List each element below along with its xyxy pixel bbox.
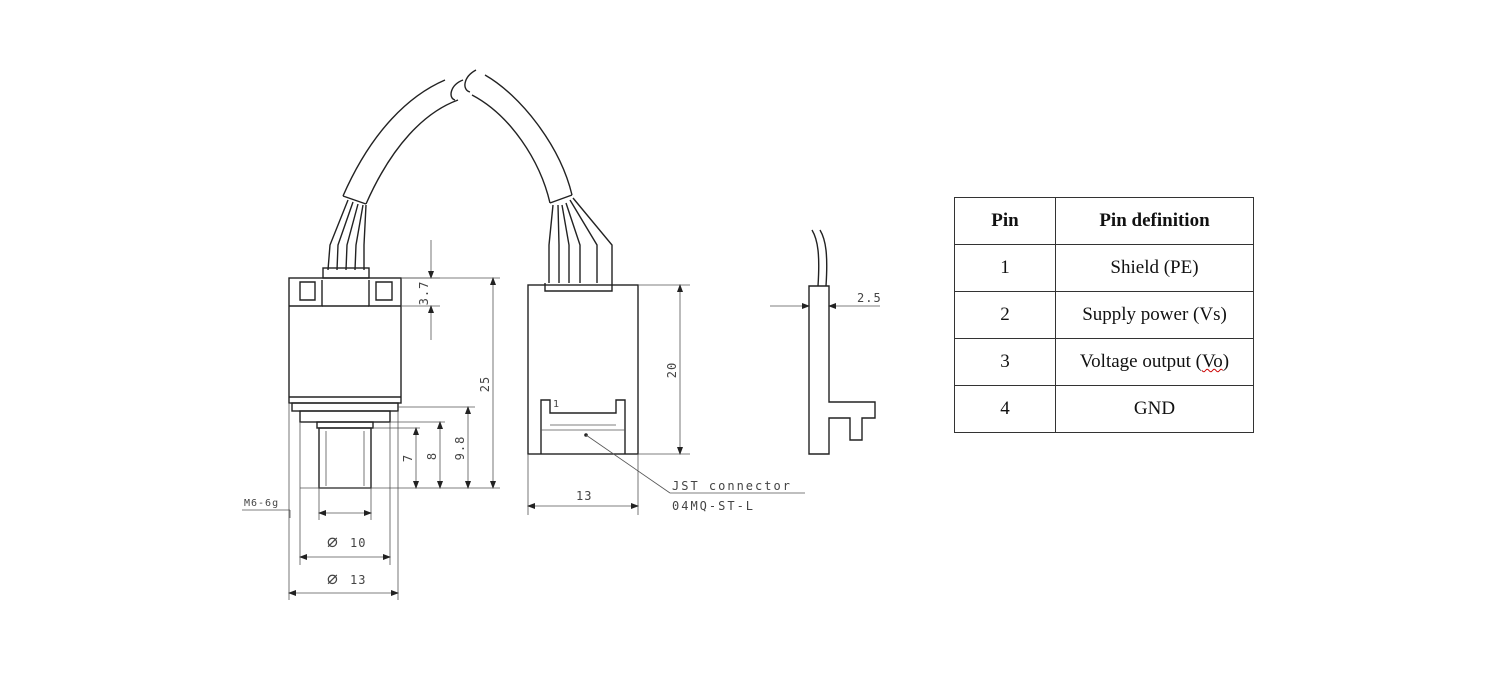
header-pin-definition: Pin definition bbox=[1055, 197, 1254, 245]
definition-mark: Vo bbox=[1201, 351, 1223, 372]
header-pin: Pin bbox=[954, 197, 1056, 245]
table-row: 3 Voltage output (Vo) bbox=[954, 338, 1254, 386]
dim-25: 25 bbox=[478, 376, 492, 392]
dim-dia-13: 13 bbox=[350, 573, 366, 587]
dim-2-5: 2.5 bbox=[857, 291, 882, 305]
table-row: 2 Supply power (Vs) bbox=[954, 291, 1254, 339]
dia-symbol-13: ∅ bbox=[327, 569, 339, 590]
pin-definition: Supply power (Vs) bbox=[1055, 291, 1254, 339]
pin-number: 3 bbox=[954, 338, 1056, 386]
connector-view-dimensions: 20 13 JST connector 04MQ-ST-L bbox=[527, 284, 805, 515]
dim-9-8: 9.8 bbox=[453, 436, 467, 461]
thread-label: M6-6g bbox=[244, 498, 279, 509]
side-view-dimensions: 2.5 bbox=[770, 291, 882, 309]
definition-suffix: ) bbox=[1222, 351, 1230, 372]
wires-left bbox=[327, 199, 367, 271]
dim-13-width: 13 bbox=[576, 489, 592, 503]
connector-label: JST connector bbox=[672, 479, 792, 493]
table-header-row: Pin Pin definition bbox=[954, 197, 1254, 245]
pin-definition-table: Pin Pin definition 1 Shield (PE) 2 Suppl… bbox=[954, 197, 1254, 433]
dim-20: 20 bbox=[665, 362, 679, 378]
dim-8: 8 bbox=[425, 452, 439, 460]
dia-symbol-10: ∅ bbox=[327, 532, 339, 553]
wires-right bbox=[548, 197, 613, 283]
table-row: 4 GND bbox=[954, 385, 1254, 433]
pin-number: 2 bbox=[954, 291, 1056, 339]
side-view bbox=[808, 229, 876, 455]
pin-number: 1 bbox=[954, 244, 1056, 292]
definition-prefix: Voltage output ( bbox=[1079, 351, 1202, 372]
cable bbox=[342, 69, 573, 205]
dim-dia-10: 10 bbox=[350, 536, 366, 550]
pin-definition: Voltage output (Vo) bbox=[1055, 338, 1254, 386]
connector-part: 04MQ-ST-L bbox=[672, 499, 755, 513]
pin-number: 4 bbox=[954, 385, 1056, 433]
pin1-mark: 1 bbox=[553, 399, 560, 410]
dim-7: 7 bbox=[401, 454, 415, 462]
pin-definition: Shield (PE) bbox=[1055, 244, 1254, 292]
dim-3-7: 3.7 bbox=[417, 281, 431, 306]
connector-view: 1 bbox=[527, 283, 639, 455]
table-row: 1 Shield (PE) bbox=[954, 244, 1254, 292]
front-view-dimensions: 3.7 25 7 8 9.8 M6-6g ∅ 10 ∅ 13 bbox=[242, 240, 500, 600]
front-view-body bbox=[288, 267, 402, 489]
pin-definition: GND bbox=[1055, 385, 1254, 433]
